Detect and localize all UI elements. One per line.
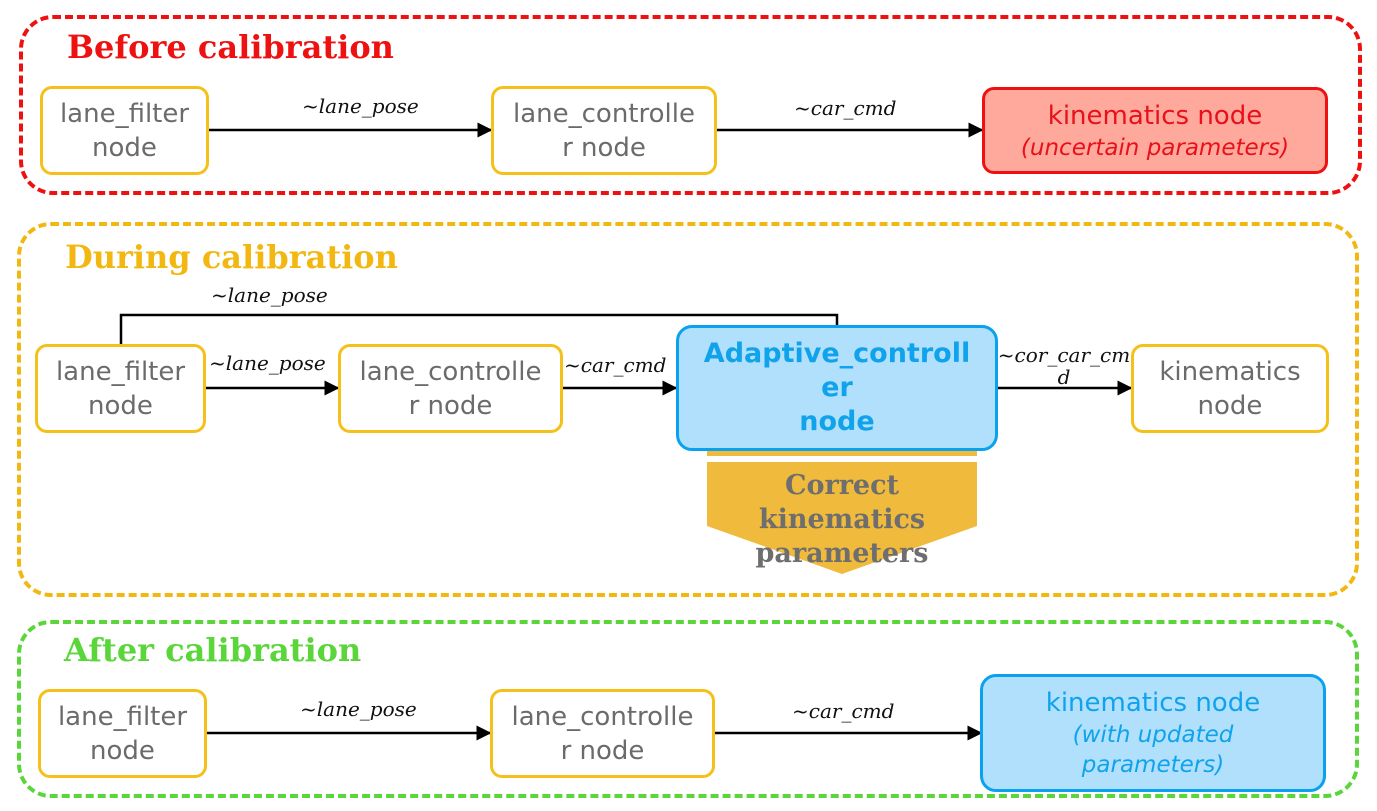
during-calibration-title: During calibration <box>65 238 398 276</box>
edge-label-line: ~cor_car_cm <box>997 343 1131 367</box>
node-sublabel: (with updated <box>1072 722 1234 748</box>
node-label-line: node <box>799 406 875 437</box>
after-calibration-section <box>17 620 1359 798</box>
node-label-line: lane_filter <box>55 356 186 387</box>
edge-label-line: d <box>1057 365 1071 389</box>
node-label-line: r node <box>408 390 493 421</box>
during-kinematics-node: kinematics node <box>1131 344 1329 433</box>
node-label-line: r node <box>560 735 645 766</box>
before-lane-controller-node: lane_controlle r node <box>491 86 717 175</box>
node-label-line: node <box>88 390 153 421</box>
during-edge-label-lane-pose-top: ~lane_pose <box>211 283 328 307</box>
during-adaptive-controller-node: Adaptive_controll er node <box>676 325 998 451</box>
during-edge-label-lane-pose: ~lane_pose <box>209 351 326 375</box>
node-label-line: kinematics node <box>1045 688 1261 718</box>
node-label-line: er <box>821 372 853 403</box>
after-kinematics-node: kinematics node (with updated parameters… <box>980 674 1326 792</box>
banner-line: kinematics <box>758 504 926 535</box>
node-label-line: lane_filter <box>57 701 188 732</box>
node-label-line: lane_controlle <box>511 701 694 732</box>
after-edge-label-car-cmd: ~car_cmd <box>792 699 895 723</box>
node-label-line: node <box>92 132 157 163</box>
before-calibration-section <box>19 15 1362 195</box>
node-sublabel: parameters) <box>1081 752 1225 778</box>
after-calibration-title: After calibration <box>64 631 362 669</box>
node-label-line: kinematics node <box>1047 100 1263 131</box>
node-label-line: lane_controlle <box>359 356 542 387</box>
during-lane-filter-node: lane_filter node <box>35 344 206 433</box>
node-label-line: lane_controlle <box>513 98 695 129</box>
during-lane-controller-node: lane_controlle r node <box>338 344 563 433</box>
node-sublabel: (uncertain parameters) <box>1020 134 1290 161</box>
after-lane-controller-node: lane_controlle r node <box>490 689 715 778</box>
before-calibration-title: Before calibration <box>67 28 394 66</box>
after-edge-label-lane-pose: ~lane_pose <box>300 697 417 721</box>
before-edge-label-lane-pose: ~lane_pose <box>302 94 419 118</box>
during-edge-label-car-cmd: ~car_cmd <box>564 353 667 377</box>
node-label-line: node <box>1197 390 1263 421</box>
during-edge-label-cor-car-cmd: ~cor_car_cm d <box>997 344 1131 388</box>
node-label-line: node <box>90 735 155 766</box>
node-label-line: lane_filter <box>59 98 190 129</box>
after-lane-filter-node: lane_filter node <box>38 689 207 778</box>
node-label-line: r node <box>562 132 646 163</box>
before-lane-filter-node: lane_filter node <box>40 86 209 175</box>
before-kinematics-node: kinematics node (uncertain parameters) <box>982 87 1328 174</box>
node-label-line: Adaptive_controll <box>703 338 971 369</box>
banner-line: parameters <box>755 538 929 569</box>
before-edge-label-car-cmd: ~car_cmd <box>794 96 897 120</box>
banner-line: Correct <box>784 470 900 501</box>
correct-parameters-banner-text: Correct kinematics parameters <box>707 469 977 571</box>
during-calibration-section <box>17 222 1359 597</box>
node-label-line: kinematics <box>1159 356 1301 387</box>
